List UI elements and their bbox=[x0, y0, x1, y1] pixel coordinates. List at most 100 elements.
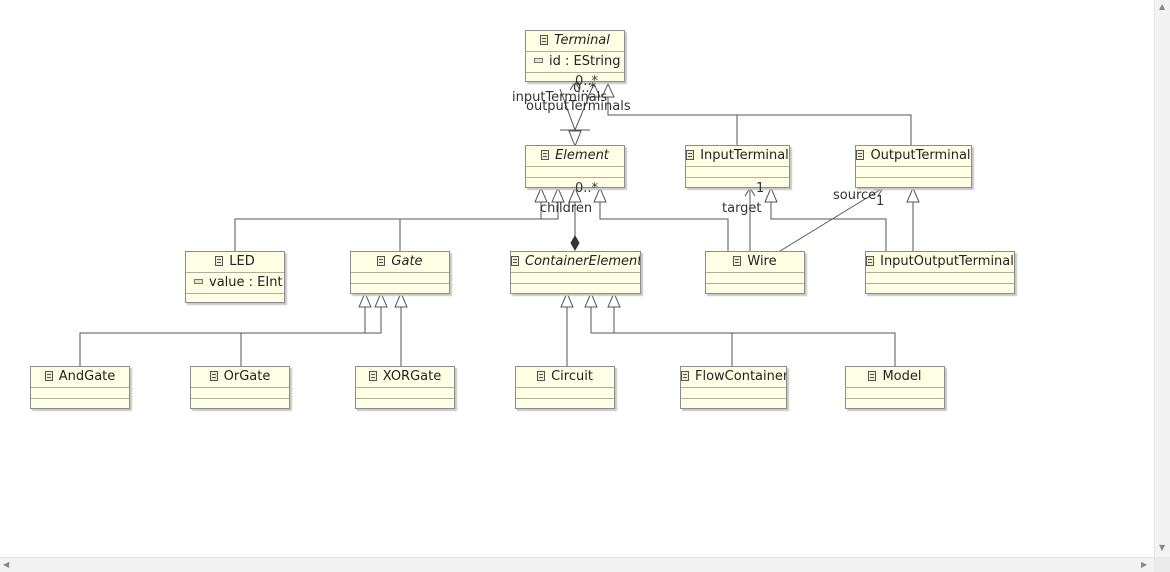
attribute-icon bbox=[194, 279, 203, 284]
class-icon bbox=[541, 150, 550, 160]
class-xor-gate[interactable]: XORGate bbox=[355, 366, 455, 409]
attributes-section bbox=[866, 273, 1014, 284]
scrollbar-corner bbox=[1154, 557, 1170, 572]
operations-section bbox=[31, 399, 129, 409]
edge-model-to-container[interactable] bbox=[613, 307, 896, 366]
edge-flowcontainer-to-container[interactable] bbox=[590, 307, 733, 366]
vertical-scrollbar[interactable]: ▲ ▼ bbox=[1154, 0, 1170, 557]
attributes-section bbox=[356, 388, 454, 399]
edge-led-to-element[interactable] bbox=[234, 202, 542, 251]
operations-section bbox=[856, 178, 971, 188]
operations-section bbox=[356, 399, 454, 409]
horizontal-scrollbar[interactable]: ◀ ▶ bbox=[0, 557, 1154, 572]
class-wire[interactable]: Wire bbox=[705, 251, 805, 294]
edge-andgate-to-gate[interactable] bbox=[79, 307, 366, 366]
label-target-mult[interactable]: 1 bbox=[756, 181, 765, 196]
class-element[interactable]: Element bbox=[525, 145, 625, 188]
class-output-terminal[interactable]: OutputTerminal bbox=[855, 145, 972, 188]
arrowhead-source bbox=[873, 187, 885, 197]
label-output-terminals[interactable]: outputTerminals bbox=[526, 99, 631, 114]
scroll-left-icon[interactable]: ◀ bbox=[3, 560, 10, 569]
attributes-section bbox=[511, 273, 640, 284]
class-and-gate[interactable]: AndGate bbox=[30, 366, 130, 409]
class-name: Element bbox=[555, 148, 609, 163]
class-icon bbox=[868, 371, 877, 381]
label-source[interactable]: source bbox=[833, 188, 877, 203]
class-name: OrGate bbox=[223, 369, 271, 384]
arrowhead-outputterminal bbox=[906, 186, 920, 203]
class-header: OutputTerminal bbox=[856, 146, 971, 167]
attribute-row[interactable]: value : EInt bbox=[186, 273, 284, 293]
arrowhead-gate-2 bbox=[374, 291, 388, 308]
class-input-terminal[interactable]: InputTerminal bbox=[685, 145, 790, 188]
class-input-output-terminal[interactable]: InputOutputTerminal bbox=[865, 251, 1015, 294]
arrowhead-container-1 bbox=[560, 291, 574, 308]
edge-iot-to-inputterminal[interactable] bbox=[770, 202, 887, 251]
class-header: InputOutputTerminal bbox=[866, 252, 1014, 273]
label-children[interactable]: children bbox=[540, 201, 593, 216]
operations-section bbox=[866, 284, 1014, 294]
label-source-mult[interactable]: 1 bbox=[876, 194, 885, 209]
class-header: Wire bbox=[706, 252, 804, 273]
class-icon bbox=[44, 371, 53, 381]
class-icon bbox=[537, 371, 546, 381]
label-input-terminals[interactable]: inputTerminals bbox=[512, 90, 608, 105]
operations-section bbox=[351, 284, 449, 294]
class-header: Terminal bbox=[526, 31, 624, 52]
operations-section bbox=[186, 294, 284, 304]
class-header: OrGate bbox=[191, 367, 289, 388]
class-header: AndGate bbox=[31, 367, 129, 388]
class-name: FlowContainer bbox=[695, 369, 786, 384]
class-flow-container[interactable]: FlowContainer bbox=[680, 366, 787, 409]
arrowhead-element-2 bbox=[551, 186, 565, 203]
class-terminal[interactable]: Terminal id : EString bbox=[525, 30, 625, 82]
attribute-label: value : EInt bbox=[209, 275, 283, 290]
class-icon bbox=[215, 256, 224, 266]
class-circuit[interactable]: Circuit bbox=[515, 366, 615, 409]
edge-wire-source[interactable] bbox=[779, 187, 884, 252]
attributes-section bbox=[686, 167, 789, 178]
scroll-right-icon[interactable]: ▶ bbox=[1141, 560, 1148, 569]
scroll-down-icon[interactable]: ▼ bbox=[1159, 543, 1166, 552]
class-led[interactable]: LED value : EInt bbox=[185, 251, 285, 303]
reference-arrowheads bbox=[569, 81, 885, 197]
class-container-element[interactable]: ContainerElement bbox=[510, 251, 641, 294]
attributes-section bbox=[351, 273, 449, 284]
label-target[interactable]: target bbox=[722, 201, 762, 216]
attributes-section bbox=[681, 388, 786, 399]
class-icon bbox=[856, 150, 865, 160]
arrowhead-gate-3 bbox=[394, 291, 408, 308]
attributes-section bbox=[191, 388, 289, 399]
class-header: Circuit bbox=[516, 367, 614, 388]
operations-section bbox=[846, 399, 944, 409]
class-header: FlowContainer bbox=[681, 367, 786, 388]
class-or-gate[interactable]: OrGate bbox=[190, 366, 290, 409]
operations-section bbox=[511, 284, 640, 294]
edge-outputterminal-to-terminal[interactable] bbox=[608, 114, 912, 145]
class-model[interactable]: Model bbox=[845, 366, 945, 409]
class-icon bbox=[540, 35, 549, 45]
class-header: Model bbox=[846, 367, 944, 388]
class-name: Terminal bbox=[554, 33, 610, 48]
class-name: InputOutputTerminal bbox=[880, 254, 1014, 269]
edge-gate-to-element[interactable] bbox=[399, 202, 559, 251]
class-icon bbox=[733, 256, 742, 266]
class-name: AndGate bbox=[58, 369, 116, 384]
arrowhead-container-3 bbox=[607, 291, 621, 308]
class-name: LED bbox=[229, 254, 255, 269]
class-header: ContainerElement bbox=[511, 252, 640, 273]
attributes-section bbox=[516, 388, 614, 399]
attribute-icon bbox=[534, 58, 543, 63]
label-children-mult[interactable]: 0..* bbox=[575, 181, 599, 196]
class-icon bbox=[368, 371, 377, 381]
attributes-section: id : EString bbox=[526, 52, 624, 73]
attribute-row[interactable]: id : EString bbox=[526, 52, 624, 72]
edge-wire-to-element[interactable] bbox=[599, 202, 729, 251]
label-terminals-mult-b[interactable]: 0..* bbox=[573, 81, 597, 96]
class-header: InputTerminal bbox=[686, 146, 789, 167]
edge-orgate-to-gate[interactable] bbox=[240, 307, 382, 366]
scroll-up-icon[interactable]: ▲ bbox=[1159, 2, 1166, 11]
class-gate[interactable]: Gate bbox=[350, 251, 450, 294]
label-terminals-mult-a[interactable]: 0..* bbox=[575, 74, 599, 89]
diagram-canvas[interactable]: Terminal id : EString Element InputTermi… bbox=[0, 0, 1154, 557]
